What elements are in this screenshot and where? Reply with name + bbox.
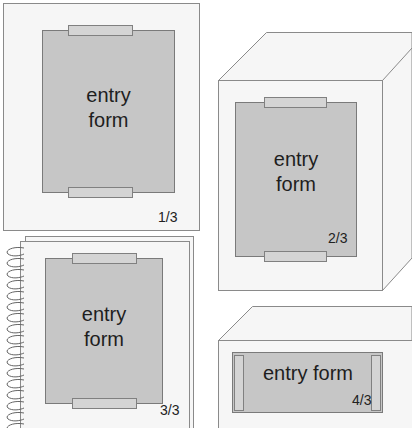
- tape: [265, 252, 327, 262]
- form-sheet: [236, 103, 357, 257]
- tape: [372, 356, 381, 411]
- form-title: entry form: [263, 361, 353, 386]
- form-title: entry form: [64, 302, 144, 352]
- form-sheet: [43, 31, 175, 193]
- entry-form: entry form: [46, 259, 162, 403]
- tape: [73, 254, 137, 264]
- box-top: [219, 33, 412, 81]
- notebook: [21, 242, 190, 428]
- form-sheet: [46, 259, 163, 404]
- form-title: entry form: [256, 147, 336, 197]
- tape: [69, 26, 133, 36]
- page-number: 3/3: [160, 402, 179, 418]
- tape: [265, 98, 327, 108]
- page-number: 4/3: [352, 392, 371, 408]
- form-sheet: [233, 353, 383, 413]
- form-title: entry form: [69, 83, 149, 133]
- page-number: 2/3: [328, 230, 347, 246]
- spiral-binding: [7, 247, 24, 428]
- tape: [73, 399, 137, 409]
- entry-form: entry form: [245, 353, 371, 393]
- flat-box-front: [219, 341, 412, 428]
- entry-form: entry form: [43, 31, 174, 192]
- tape: [69, 188, 133, 198]
- box-front: [219, 81, 383, 291]
- flat-box-top: [219, 307, 412, 341]
- box-side: [383, 48, 412, 291]
- page-number: 1/3: [158, 209, 177, 225]
- board: [4, 4, 200, 231]
- tape: [235, 356, 244, 411]
